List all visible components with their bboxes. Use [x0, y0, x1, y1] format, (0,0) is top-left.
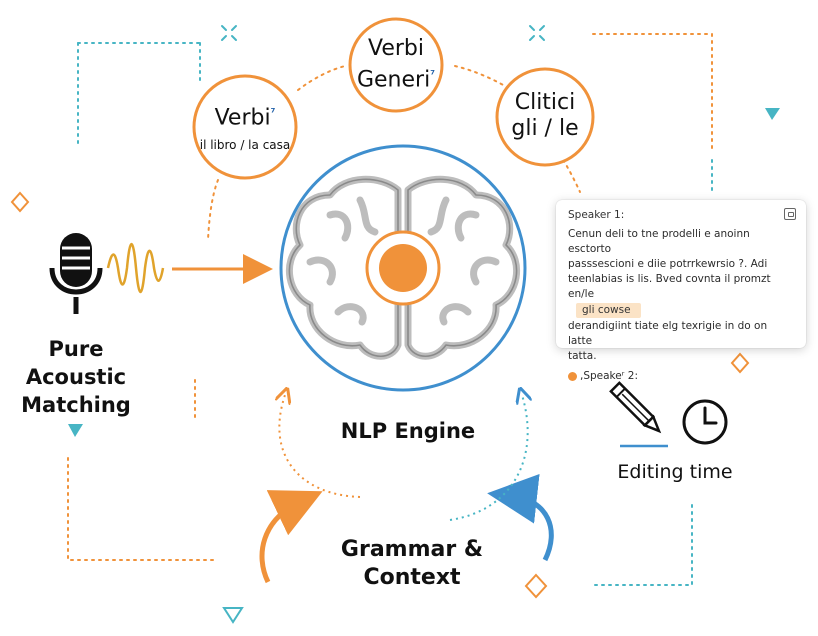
sound-wave-icon	[106, 243, 165, 293]
node-verbi-title: Verbi	[214, 105, 271, 131]
speaker-dot-icon	[568, 371, 577, 381]
node-verbi-generi-line1: Verbi	[368, 36, 424, 61]
node-circle-verbi	[192, 74, 298, 180]
editing-time-label: Editing time	[617, 461, 733, 483]
transcript-line: teenlabias is lis. Bved covnta il promzt…	[568, 273, 771, 300]
node-connectors	[207, 65, 581, 241]
clock-icon	[682, 399, 728, 445]
dotted-arrow-blue-up	[449, 395, 528, 521]
transcript-speaker-1: Speaker 1:	[568, 209, 625, 221]
pure-acoustic-label: Pure Acoustic Matching	[21, 337, 131, 417]
nlp-engine-label: NLP Engine	[340, 419, 476, 443]
transcript-line: passsescioni e diie potrrkewrsio ?. Adi	[568, 258, 768, 270]
node-circle-verbi-generi	[348, 17, 444, 113]
node-clitici-line2: gli / le	[511, 116, 579, 141]
transcript-highlight: gli cowse	[576, 303, 641, 318]
transcript-speaker-2: ,Speakeʳ 2:	[580, 370, 639, 382]
transcript-line: Cenun deli to tne prodelli e anoinn esct…	[568, 228, 750, 255]
grammar-arrow-orange	[259, 490, 323, 584]
node-clitici-line1: Clitici	[514, 90, 576, 115]
decorative-sparkles	[221, 25, 545, 41]
node-clitici: Clitici gli / le	[498, 90, 592, 142]
transcript-line: tatta.	[568, 350, 597, 362]
node-verbi-subtitle: il libro / la casa	[199, 138, 291, 153]
brain-core-dot	[379, 244, 427, 292]
pencil-icon	[609, 381, 662, 434]
grammar-context-label: Grammar & Context	[340, 537, 484, 590]
node-verbi-generi-superscript: ⁷	[430, 68, 436, 81]
decorative-diamonds	[10, 191, 750, 599]
node-verbi: Verbi⁷ il libro / la casa	[195, 100, 295, 153]
microphone-icon	[49, 233, 103, 314]
node-verbi-generi: Verbi Generi⁷	[350, 36, 442, 93]
dotted-arrow-orange-up	[279, 395, 361, 498]
brain-outline-strokes	[288, 178, 518, 358]
grammar-arrow-blue	[487, 473, 554, 562]
document-icon	[784, 208, 796, 220]
decorative-triangles	[68, 108, 780, 624]
node-verbi-superscript: ⁷	[270, 106, 276, 119]
transcript-card: Speaker 1: Cenun deli to tne prodelli e …	[556, 200, 806, 382]
transcript-line: derandigiint tiate elg texrigie in do on…	[568, 320, 768, 347]
node-circle-clitici	[495, 67, 595, 167]
node-verbi-generi-line2: Generi	[356, 67, 431, 93]
